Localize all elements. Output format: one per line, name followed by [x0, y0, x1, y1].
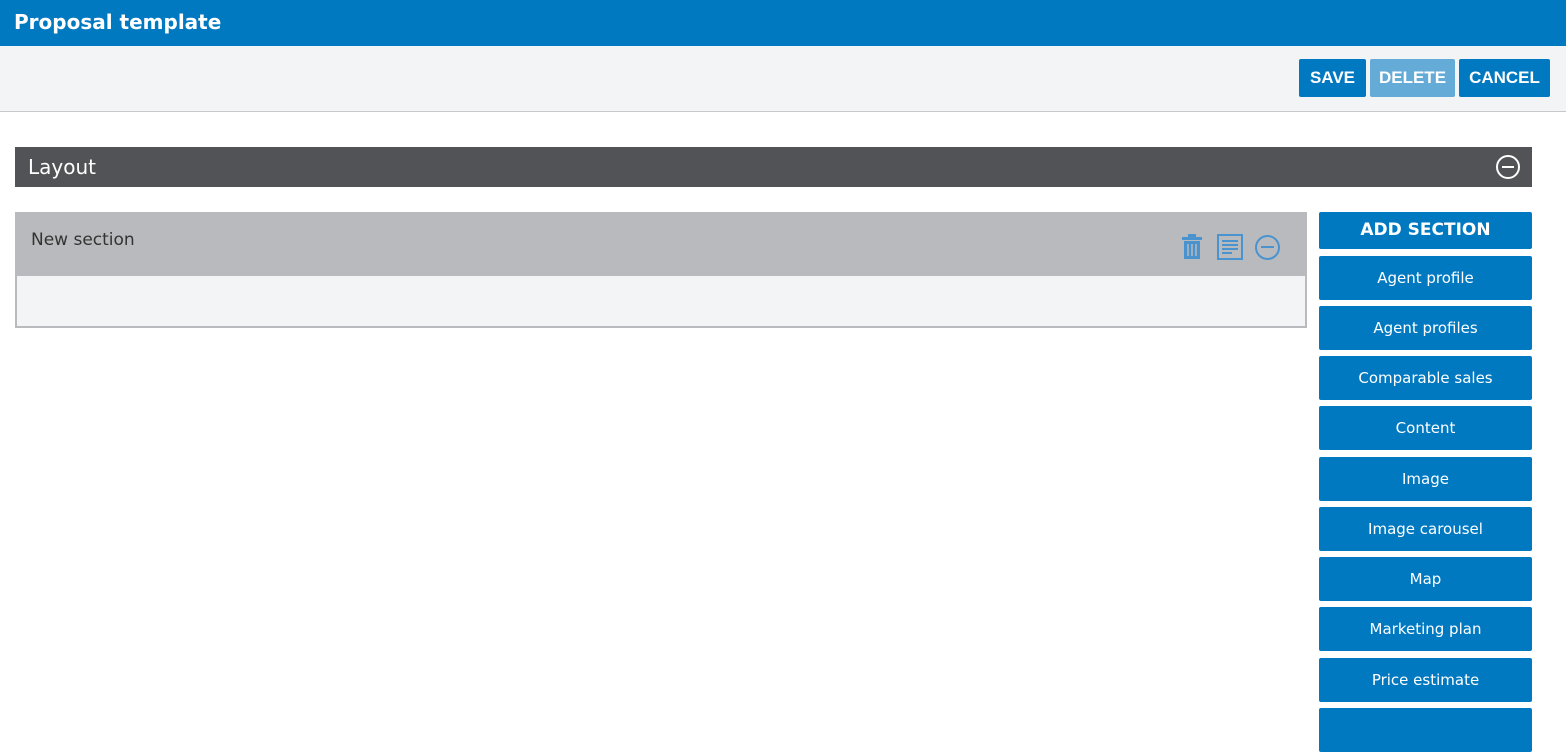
section-type-button[interactable]: Image — [1319, 457, 1532, 501]
add-section-button[interactable]: ADD SECTION — [1319, 212, 1532, 249]
section-title: New section — [31, 230, 135, 250]
layout-title: Layout — [28, 155, 96, 179]
section-header: New section — [17, 214, 1305, 276]
toolbar: SAVE DELETE CANCEL — [0, 46, 1566, 112]
section-type-button[interactable]: Content — [1319, 406, 1532, 450]
section-type-button[interactable]: Comparable sales — [1319, 356, 1532, 400]
collapse-icon[interactable] — [1496, 155, 1520, 179]
collapse-section-icon[interactable] — [1255, 235, 1280, 260]
layout-header: Layout — [15, 147, 1532, 187]
trash-icon[interactable] — [1181, 234, 1203, 260]
section-type-button[interactable]: Marketing plan — [1319, 607, 1532, 651]
section-type-button[interactable]: Agent profile — [1319, 256, 1532, 300]
section-type-button[interactable] — [1319, 708, 1532, 752]
save-button[interactable]: SAVE — [1299, 59, 1366, 97]
delete-button[interactable]: DELETE — [1370, 59, 1455, 97]
page-title: Proposal template — [0, 0, 1566, 46]
cancel-button[interactable]: CANCEL — [1459, 59, 1550, 97]
section-type-button[interactable]: Agent profiles — [1319, 306, 1532, 350]
section-type-button[interactable]: Map — [1319, 557, 1532, 601]
text-edit-icon[interactable] — [1217, 234, 1243, 260]
section-panel: New section — [15, 212, 1307, 328]
section-type-button[interactable]: Image carousel — [1319, 507, 1532, 551]
section-type-button[interactable]: Price estimate — [1319, 658, 1532, 702]
